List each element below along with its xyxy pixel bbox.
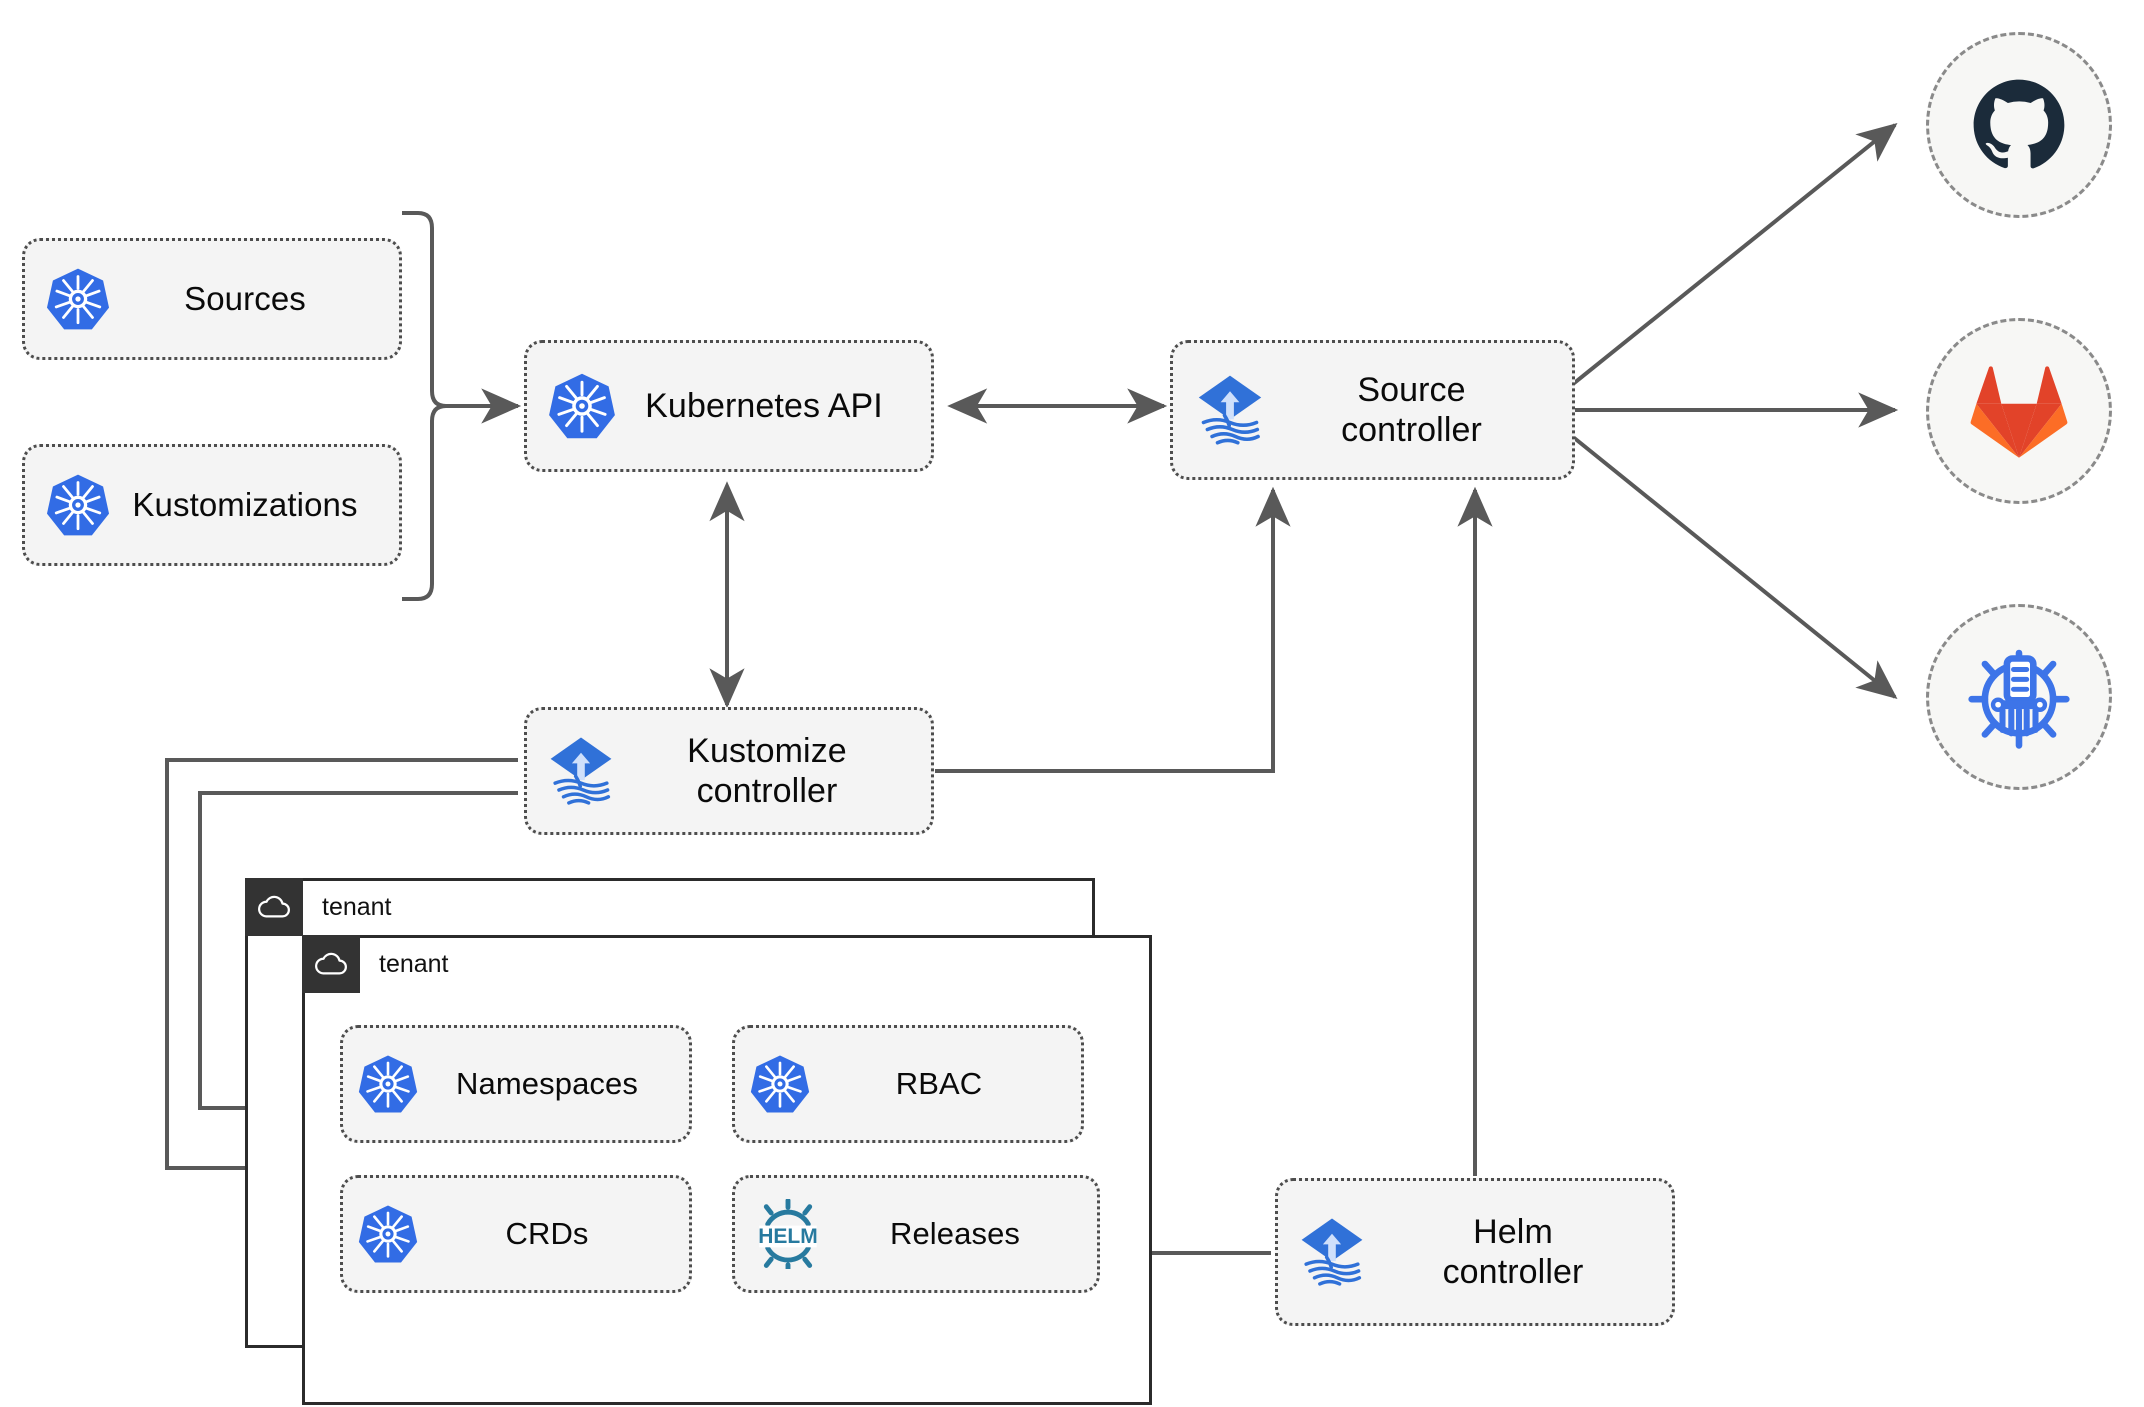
kustomize-controller-line2: controller [696, 772, 838, 810]
source-controller-line2: controller [1341, 411, 1482, 449]
flux-icon [543, 733, 619, 809]
source-controller-node[interactable]: Source controller [1170, 340, 1575, 480]
helm-repository-icon [1968, 649, 2070, 749]
kubernetes-icon [749, 1053, 811, 1115]
helm-controller-label: Helm controller [1370, 1212, 1656, 1292]
kubernetes-icon [45, 472, 111, 538]
kubernetes-icon [45, 266, 111, 332]
tenant-container-2[interactable]: tenant [302, 935, 1152, 1405]
tenant-resource-label: Releases [889, 1215, 1021, 1251]
resource-kustomizations[interactable]: Kustomizations [22, 444, 402, 566]
gitlab-icon [1970, 366, 2068, 458]
kustomize-controller-label: Kustomize controller [619, 731, 915, 811]
kustomize-controller-line1: Kustomize [687, 731, 847, 770]
helm-controller-node[interactable]: Helm controller [1275, 1178, 1675, 1326]
kustomize-controller-node[interactable]: Kustomize controller [524, 707, 934, 835]
resource-kustomizations-label: Kustomizations [132, 485, 358, 523]
provider-gitlab[interactable] [1926, 318, 2112, 504]
tenant-1-header [245, 878, 303, 936]
kubernetes-api-label: Kubernetes API [645, 386, 883, 425]
tenant-resource-rbac[interactable]: RBAC [732, 1025, 1084, 1143]
kubernetes-icon [357, 1053, 419, 1115]
tenant-resource-label: RBAC [895, 1065, 983, 1101]
tenant-2-header [302, 935, 360, 993]
kubernetes-icon [547, 371, 617, 441]
kubernetes-api-node[interactable]: Kubernetes API [524, 340, 934, 472]
tenant-resource-namespaces[interactable]: Namespaces [340, 1025, 692, 1143]
resource-sources[interactable]: Sources [22, 238, 402, 360]
github-icon [1973, 79, 2065, 169]
tenant-resource-label: Namespaces [456, 1065, 638, 1101]
helm-wordmark: HELM [758, 1225, 818, 1248]
source-controller-line1: Source [1357, 370, 1466, 409]
tenant-resource-label: CRDs [505, 1215, 589, 1251]
provider-github[interactable] [1926, 32, 2112, 218]
helm-controller-line1: Helm [1473, 1212, 1553, 1251]
tenant-resource-crds[interactable]: CRDs [340, 1175, 692, 1293]
flux-icon [1294, 1214, 1370, 1290]
resource-sources-label: Sources [184, 279, 306, 317]
tenant-1-label: tenant [322, 892, 392, 921]
tenant-2-label: tenant [379, 949, 449, 978]
cloud-icon [245, 878, 303, 936]
helm-controller-line2: controller [1442, 1253, 1584, 1291]
helm-icon: HELM [749, 1199, 827, 1269]
provider-helm-registry[interactable] [1926, 604, 2112, 790]
kubernetes-icon [357, 1203, 419, 1265]
tenant-resource-releases[interactable]: HELM Releases [732, 1175, 1100, 1293]
source-controller-label: Source controller [1269, 370, 1554, 450]
flux-icon [1191, 371, 1269, 449]
cloud-icon [302, 935, 360, 993]
